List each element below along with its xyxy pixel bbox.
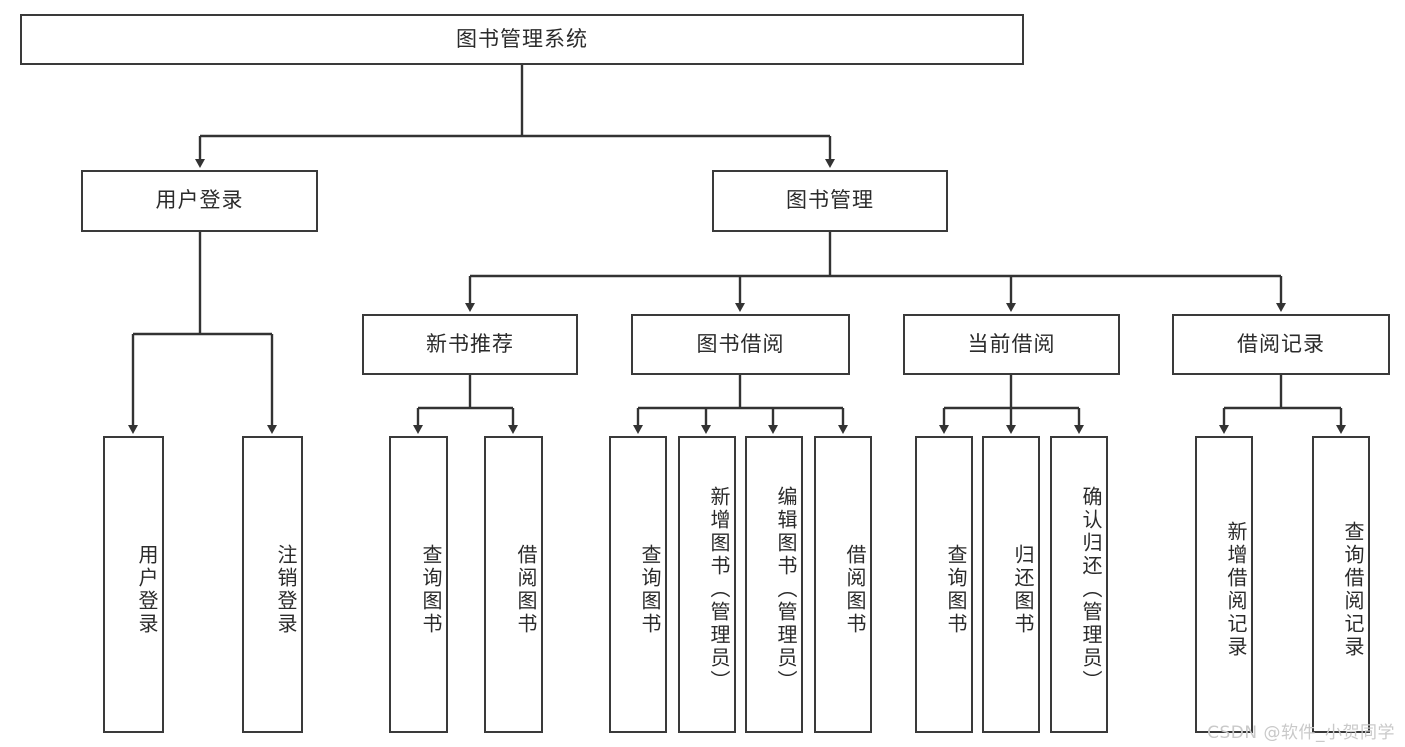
leaf-current-borrow-return-book[interactable]: 归还图书 [982, 436, 1040, 733]
node-root[interactable]: 图书管理系统 [20, 14, 1024, 65]
leaf-current-borrow-query-book[interactable]: 查询图书 [915, 436, 973, 733]
leaf-borrow-record-query-record[interactable]: 查询借阅记录 [1312, 436, 1370, 733]
leaf-label: 借阅图书 [514, 543, 538, 636]
leaf-book-borrow-query-book[interactable]: 查询图书 [609, 436, 667, 733]
leaf-new-book-borrow-book[interactable]: 借阅图书 [484, 436, 543, 733]
leaf-book-borrow-edit-book[interactable]: 编辑图书（管理员） [745, 436, 803, 733]
leaf-label: 借阅图书 [843, 543, 867, 636]
node-new-book-recommend-label: 新书推荐 [426, 331, 514, 356]
node-user-login[interactable]: 用户登录 [81, 170, 318, 232]
leaf-book-borrow-borrow-book[interactable]: 借阅图书 [814, 436, 872, 733]
node-book-borrow-label: 图书借阅 [696, 331, 785, 356]
leaf-label: 查询图书 [944, 543, 968, 636]
leaf-label: 查询图书 [419, 543, 443, 636]
leaf-user-login-logout[interactable]: 注销登录 [242, 436, 303, 733]
node-book-management-label: 图书管理 [786, 188, 874, 213]
leaf-borrow-record-add-record[interactable]: 新增借阅记录 [1195, 436, 1253, 733]
watermark: CSDN @软件_小贺同学 [1207, 723, 1395, 743]
node-current-borrow-label: 当前借阅 [967, 331, 1056, 356]
leaf-label: 查询借阅记录 [1341, 520, 1365, 659]
leaf-label: 查询图书 [638, 543, 662, 636]
leaf-current-borrow-confirm-return[interactable]: 确认归还（管理员） [1050, 436, 1108, 733]
node-root-label: 图书管理系统 [456, 26, 588, 51]
node-book-borrow[interactable]: 图书借阅 [631, 314, 850, 375]
leaf-label: 用户登录 [135, 543, 159, 636]
leaf-label: 新增图书（管理员） [707, 486, 731, 693]
leaf-new-book-query-book[interactable]: 查询图书 [389, 436, 448, 733]
leaf-book-borrow-add-book[interactable]: 新增图书（管理员） [678, 436, 736, 733]
node-user-login-label: 用户登录 [155, 188, 244, 213]
leaf-label: 注销登录 [274, 543, 298, 636]
node-borrow-record[interactable]: 借阅记录 [1172, 314, 1390, 375]
leaf-label: 编辑图书（管理员） [774, 486, 798, 693]
leaf-label: 新增借阅记录 [1224, 520, 1248, 659]
node-current-borrow[interactable]: 当前借阅 [903, 314, 1120, 375]
leaf-label: 归还图书 [1011, 543, 1035, 636]
node-new-book-recommend[interactable]: 新书推荐 [362, 314, 578, 375]
leaf-user-login-signin[interactable]: 用户登录 [103, 436, 164, 733]
leaf-label: 确认归还（管理员） [1079, 486, 1103, 693]
node-book-management[interactable]: 图书管理 [712, 170, 948, 232]
node-borrow-record-label: 借阅记录 [1237, 331, 1325, 356]
